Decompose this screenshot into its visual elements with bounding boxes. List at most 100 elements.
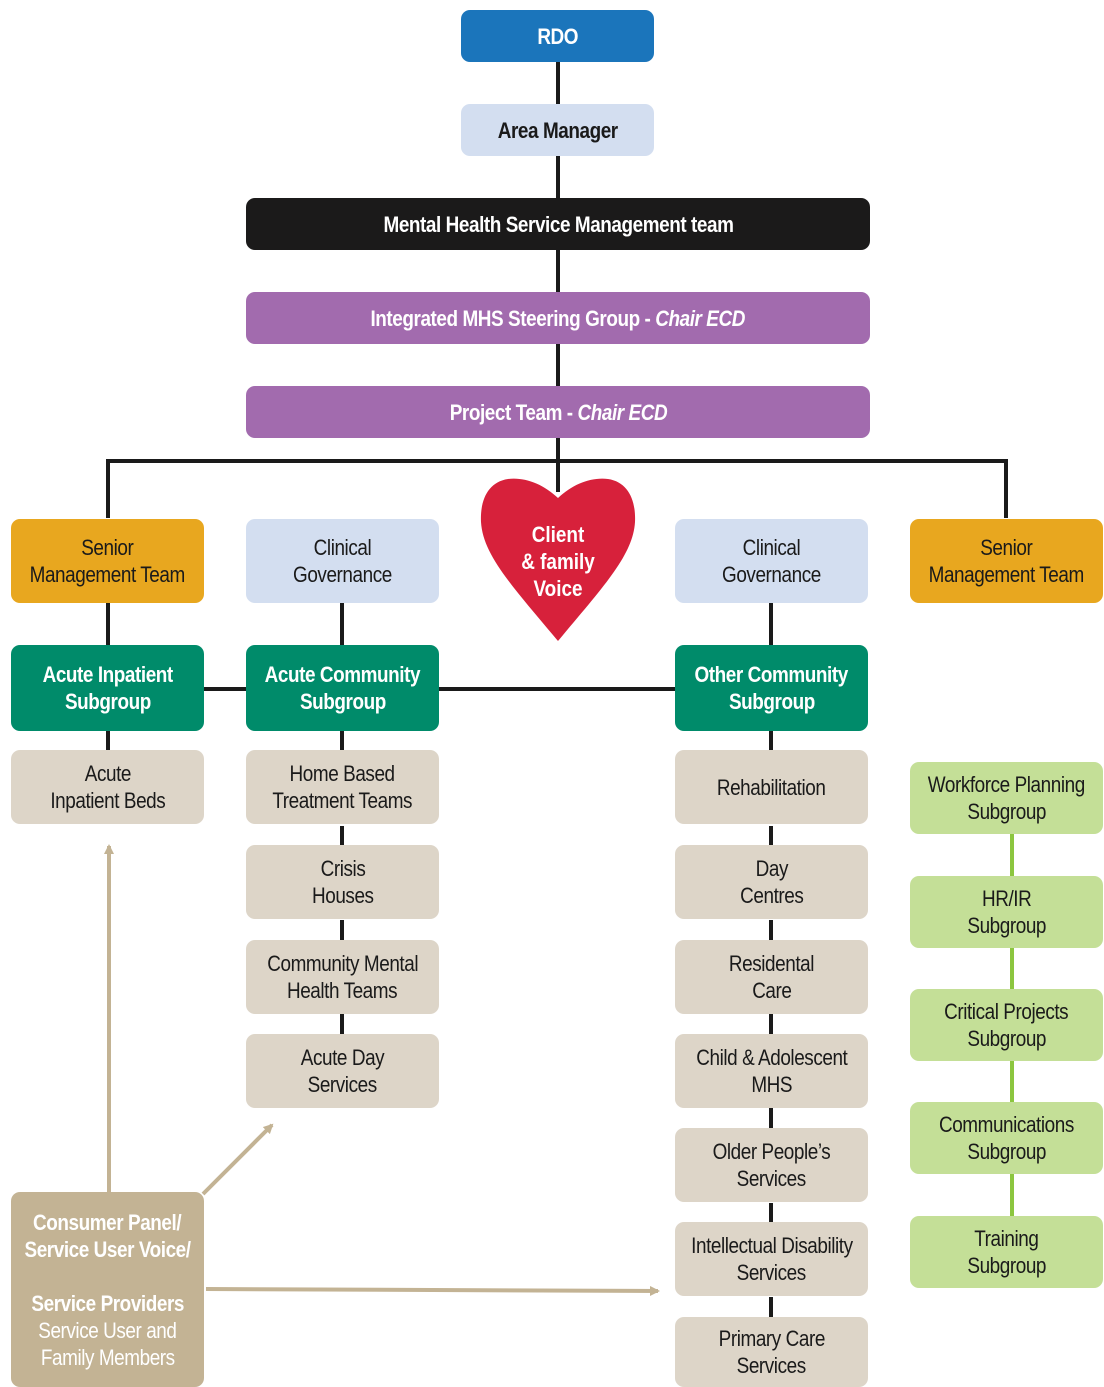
acute-day-line-2: Services	[307, 1072, 378, 1097]
cg-left-line-1: Clinical	[313, 535, 372, 560]
other-community-line-1: Other Community	[694, 662, 849, 687]
consumer-panel-line-4: Service User and	[38, 1317, 177, 1343]
training-subgroup: Training Subgroup	[910, 1216, 1103, 1288]
rdo-label: RDO	[537, 23, 578, 49]
rehabilitation-box: Rehabilitation	[675, 750, 868, 824]
cmht-line-1: Community Mental	[267, 951, 418, 976]
critical-projects-subgroup: Critical Projects Subgroup	[910, 989, 1103, 1061]
senior-management-team-right: Senior Management Team	[910, 519, 1103, 603]
other-community-line-2: Subgroup	[728, 689, 815, 714]
workforce-planning-line-1: Workforce Planning	[927, 772, 1086, 797]
primary-care-line-2: Services	[736, 1353, 807, 1378]
acute-community-subgroup: Acute Community Subgroup	[246, 645, 439, 731]
hr-ir-line-1: HR/IR	[981, 886, 1032, 911]
acute-inpatient-subgroup: Acute Inpatient Subgroup	[11, 645, 204, 731]
cg-left-line-2: Governance	[293, 562, 392, 587]
intellectual-disability-line-1: Intellectual Disability	[690, 1233, 853, 1258]
critical-projects-line-1: Critical Projects	[944, 999, 1069, 1024]
communications-line-1: Communications	[939, 1112, 1074, 1137]
primary-care-line-1: Primary Care	[718, 1326, 825, 1351]
heart-shape	[480, 478, 636, 641]
project-chair: Chair ECD	[577, 399, 667, 425]
smt-right-line-1: Senior	[980, 535, 1033, 560]
camhs-line-1: Child & Adolescent	[695, 1045, 848, 1070]
steering-group-label: Integrated MHS Steering Group - Chair EC…	[370, 305, 746, 332]
child-adolescent-mhs-box: Child & Adolescent MHS	[675, 1034, 868, 1108]
consumer-panel-line-2: Service User Voice/	[24, 1236, 191, 1262]
rdo-box: RDO	[461, 10, 654, 62]
clinical-governance-right: Clinical Governance	[675, 519, 868, 603]
communications-line-2: Subgroup	[967, 1139, 1046, 1164]
project-team-label: Project Team - Chair ECD	[449, 399, 667, 426]
heart-line-2: & family	[521, 549, 595, 574]
mhs-management-box: Mental Health Service Management team	[246, 198, 870, 250]
arrow-to-intellectual-disability	[205, 1285, 660, 1296]
acute-inpatient-line-1: Acute Inpatient	[42, 662, 173, 687]
consumer-panel-line-5: Family Members	[40, 1344, 175, 1370]
training-line-1: Training	[974, 1226, 1039, 1251]
cmht-line-2: Health Teams	[287, 978, 398, 1003]
residental-care-box: Residental Care	[675, 940, 868, 1014]
smt-left-line-2: Management Team	[29, 562, 186, 587]
workforce-planning-line-2: Subgroup	[967, 799, 1046, 824]
consumer-panel-box: Consumer Panel/ Service User Voice/ Serv…	[11, 1192, 204, 1387]
arrow-to-acute-day	[201, 1123, 274, 1196]
home-based-line-1: Home Based	[289, 761, 396, 786]
clinical-governance-left: Clinical Governance	[246, 519, 439, 603]
day-centres-box: Day Centres	[675, 845, 868, 919]
project-team-box: Project Team - Chair ECD	[246, 386, 870, 438]
client-family-voice: Client & family Voice	[488, 521, 628, 602]
rehabilitation-label: Rehabilitation	[717, 774, 826, 800]
consumer-panel-line-3: Service Providers	[31, 1290, 184, 1316]
hr-ir-line-2: Subgroup	[967, 913, 1046, 938]
intellectual-disability-line-2: Services	[736, 1260, 807, 1285]
hr-ir-subgroup: HR/IR Subgroup	[910, 876, 1103, 948]
acute-community-line-2: Subgroup	[299, 689, 386, 714]
older-people-line-1: Older People’s	[712, 1139, 831, 1164]
heart-line-1: Client	[531, 522, 585, 547]
crisis-houses-box: Crisis Houses	[246, 845, 439, 919]
cg-right-line-1: Clinical	[742, 535, 801, 560]
day-centres-line-1: Day	[755, 856, 788, 881]
area-manager-label: Area Manager	[497, 117, 618, 143]
area-manager-box: Area Manager	[461, 104, 654, 156]
smt-right-line-2: Management Team	[928, 562, 1085, 587]
steering-chair: Chair ECD	[655, 305, 746, 331]
older-people-line-2: Services	[736, 1166, 807, 1191]
inpatient-beds-line-1: Acute	[84, 761, 131, 786]
heart-line-3: Voice	[533, 576, 583, 601]
primary-care-services-box: Primary Care Services	[675, 1317, 868, 1387]
crisis-houses-line-2: Houses	[311, 883, 374, 908]
day-centres-line-2: Centres	[739, 883, 804, 908]
home-based-treatment-box: Home Based Treatment Teams	[246, 750, 439, 824]
steering-name: Integrated MHS Steering Group -	[370, 305, 656, 331]
acute-inpatient-beds-box: Acute Inpatient Beds	[11, 750, 204, 824]
smt-left-line-1: Senior	[81, 535, 134, 560]
crisis-houses-line-1: Crisis	[320, 856, 365, 881]
critical-projects-line-2: Subgroup	[967, 1026, 1046, 1051]
acute-day-services-box: Acute Day Services	[246, 1034, 439, 1108]
acute-community-line-1: Acute Community	[264, 662, 421, 687]
senior-management-team-left: Senior Management Team	[11, 519, 204, 603]
intellectual-disability-services-box: Intellectual Disability Services	[675, 1222, 868, 1296]
residental-care-line-2: Care	[751, 978, 792, 1003]
consumer-panel-line-1: Consumer Panel/	[33, 1209, 182, 1235]
camhs-line-2: MHS	[751, 1072, 792, 1097]
community-mental-health-teams-box: Community Mental Health Teams	[246, 940, 439, 1014]
mhs-management-label: Mental Health Service Management team	[382, 211, 733, 237]
inpatient-beds-line-2: Inpatient Beds	[50, 788, 165, 813]
project-name: Project Team -	[449, 399, 578, 425]
cg-right-line-2: Governance	[722, 562, 821, 587]
training-line-2: Subgroup	[967, 1253, 1046, 1278]
acute-inpatient-line-2: Subgroup	[64, 689, 151, 714]
residental-care-line-1: Residental	[728, 951, 815, 976]
acute-day-line-1: Acute Day	[300, 1045, 385, 1070]
home-based-line-2: Treatment Teams	[272, 788, 413, 813]
communications-subgroup: Communications Subgroup	[910, 1102, 1103, 1174]
workforce-planning-subgroup: Workforce Planning Subgroup	[910, 762, 1103, 834]
older-peoples-services-box: Older People’s Services	[675, 1128, 868, 1202]
steering-group-box: Integrated MHS Steering Group - Chair EC…	[246, 292, 870, 344]
other-community-subgroup: Other Community Subgroup	[675, 645, 868, 731]
